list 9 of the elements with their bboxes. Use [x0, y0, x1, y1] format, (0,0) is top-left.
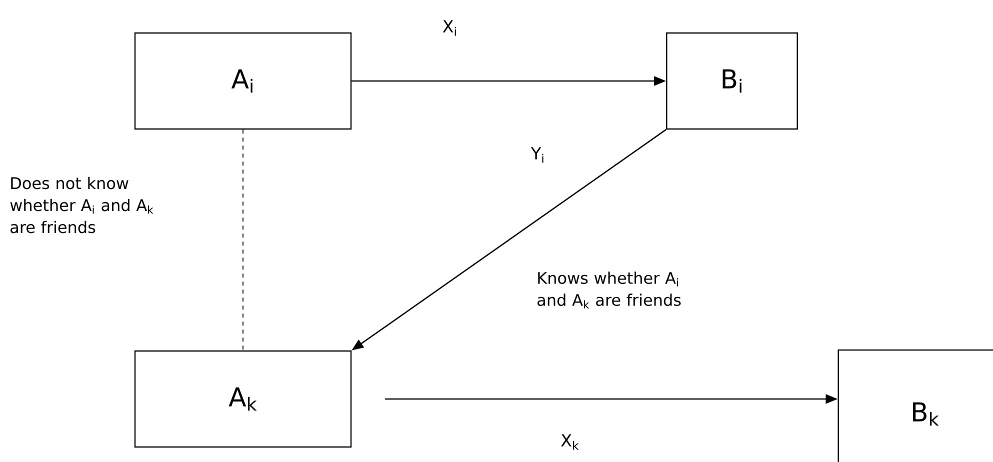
process-box: A$_{k}$ [134, 350, 352, 448]
note-text: Knows whether A$_{i}$ and A$_{k}$ are friends [538, 272, 681, 308]
process-box: B$_{k}$ [838, 349, 993, 462]
edge-label: X$_{k}$ [561, 434, 579, 450]
edge-label: Y$_{i}$ [530, 147, 544, 163]
process-box: B$_{i}$ [666, 32, 798, 130]
process-box: A$_{i}$ [134, 32, 352, 130]
edge-label: X$_{i}$ [442, 20, 456, 36]
note-text: Does not know whether A$_{i}$ and A$_{k}$ are friends [10, 176, 154, 234]
